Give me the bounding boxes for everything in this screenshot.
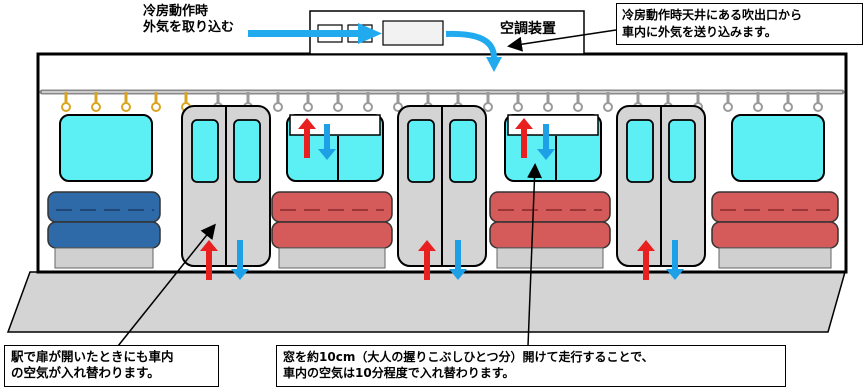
strap-ring: [333, 102, 343, 112]
ac-unit-label: 空調装置: [500, 21, 556, 37]
strap-ring: [813, 102, 823, 112]
strap-ring: [303, 102, 313, 112]
strap-ring: [513, 102, 523, 112]
seat-red-right: [711, 191, 839, 269]
seat-blue-left: [47, 191, 161, 269]
airflow-in-arrow: [418, 240, 436, 280]
airflow-in-arrow: [637, 240, 655, 280]
intake-label-line1: 冷房動作時: [143, 4, 209, 19]
window-right: [731, 114, 825, 182]
strap-ring: [121, 102, 131, 112]
door-3: [616, 105, 706, 267]
airflow-in-arrow: [298, 118, 316, 158]
window-exchange-callout-line1: 窓を約10cm（大人の握りこぶしひとつ分）開けて走行することで、: [283, 350, 654, 364]
strap-ring: [543, 102, 553, 112]
door-2: [397, 105, 487, 267]
strap-ring: [273, 102, 283, 112]
window-callout-pointer: [527, 163, 543, 347]
seat-red-2: [489, 191, 611, 269]
airflow-in-arrow: [515, 118, 533, 158]
strap-ring: [783, 102, 793, 112]
door-exchange-callout: 駅で扉が開いたときにも車内 の空気が入れ替わります。: [4, 345, 219, 387]
airflow-out-arrow: [666, 240, 684, 280]
ceiling-vent-callout-line1: 冷房動作時天井にある吹出口から: [622, 8, 803, 22]
strap-ring: [151, 102, 161, 112]
airflow-arrows: [200, 118, 684, 280]
ceiling-callout-pointer: [507, 29, 617, 52]
airflow-out-arrow: [449, 240, 467, 280]
strap-ring: [91, 102, 101, 112]
outside-air-intake-arrow: [248, 23, 382, 44]
ceiling-vent-callout-line2: 車内に外気を送り込みます。: [622, 25, 777, 39]
airflow-out-arrow: [231, 240, 249, 280]
ceiling-vent-arrow: [445, 30, 502, 72]
ceiling-vent-callout: 冷房動作時天井にある吹出口から 車内に外気を送り込みます。: [616, 3, 863, 45]
window-left: [59, 114, 153, 182]
airflow-out-arrow: [537, 124, 555, 160]
intake-label-line2: 外気を取り込む: [143, 20, 235, 35]
door-callout-pointer: [117, 223, 216, 347]
strap-ring: [753, 102, 763, 112]
intake-label: 冷房動作時 外気を取り込む: [143, 4, 234, 36]
strap-ring: [573, 102, 583, 112]
strap-ring: [61, 102, 71, 112]
floor: [6, 271, 846, 333]
window-exchange-callout: 窓を約10cm（大人の握りこぶしひとつ分）開けて走行することで、 車内の空気は1…: [276, 345, 786, 387]
window-exchange-callout-line2: 車内の空気は10分程度で入れ替わります。: [283, 366, 515, 380]
airflow-in-arrow: [200, 240, 218, 280]
door-exchange-callout-line1: 駅で扉が開いたときにも車内: [11, 349, 174, 364]
strap-ring: [603, 102, 613, 112]
airflow-out-arrow: [318, 124, 336, 160]
door-exchange-callout-line2: の空気が入れ替わります。: [11, 365, 160, 380]
door-1: [181, 105, 271, 267]
strap-ring: [393, 102, 403, 112]
strap-ring: [363, 102, 373, 112]
strap-ring: [483, 102, 493, 112]
open-window-1: [286, 114, 384, 182]
seat-red-1: [271, 191, 393, 269]
strap-ring: [723, 102, 733, 112]
